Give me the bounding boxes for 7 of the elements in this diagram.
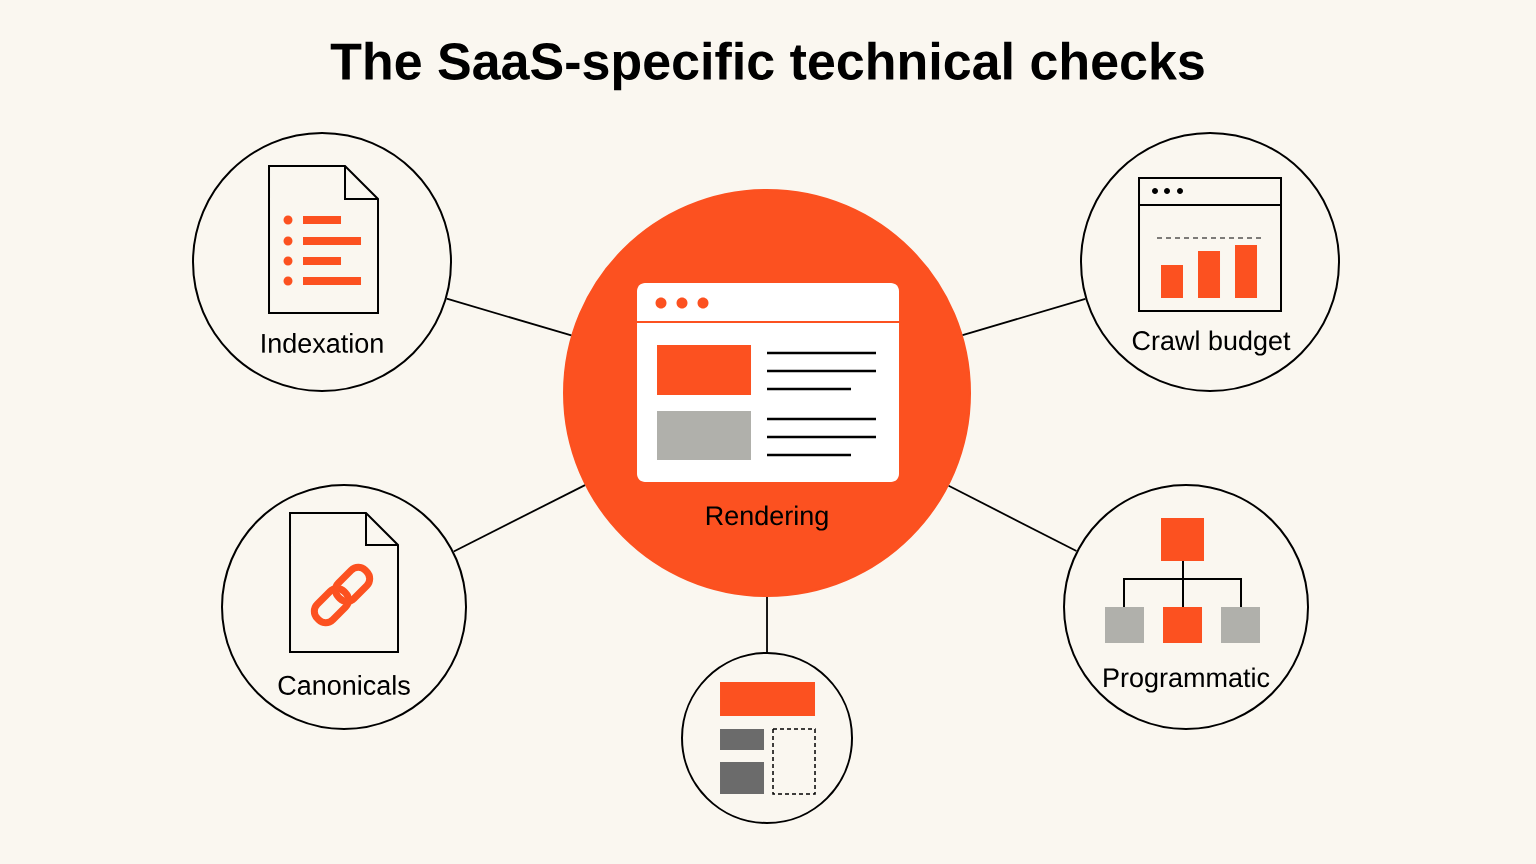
connector-line [445,297,573,337]
empty-circle [681,652,853,824]
connector-line [452,484,586,553]
connector-line [961,297,1087,337]
connector-line [947,484,1078,552]
title: The SaaS-specific technical checks [330,41,1204,91]
connector-line [766,596,768,653]
